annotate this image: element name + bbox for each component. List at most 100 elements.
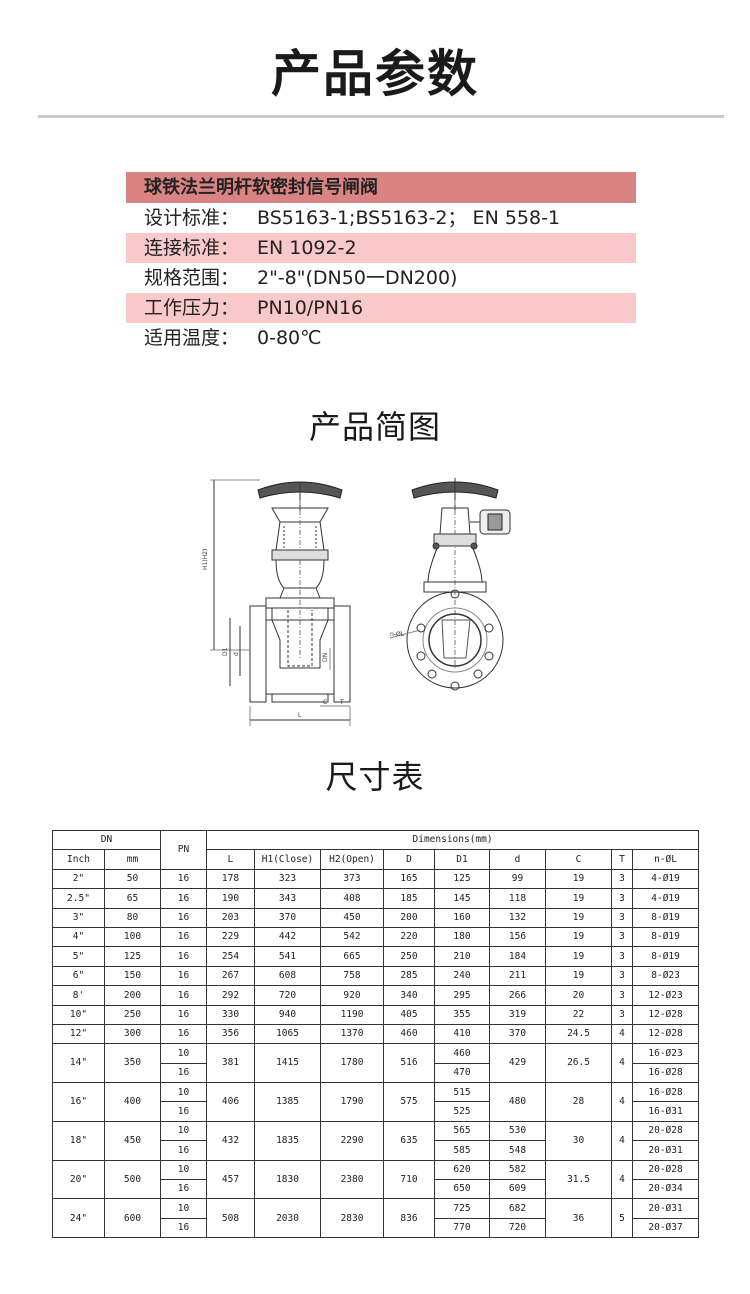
cell: 450 [103, 1120, 162, 1161]
cell: 2290 [320, 1120, 385, 1161]
cell: 20-Ø37 [632, 1217, 700, 1239]
cell: 460 [383, 1023, 436, 1045]
header-inch: Inch [52, 849, 105, 870]
cell: 285 [383, 965, 436, 987]
cell: 3 [611, 946, 634, 967]
cell: 22 [545, 1004, 613, 1025]
cell: 19 [545, 965, 613, 987]
cell: 400 [103, 1082, 162, 1122]
cell: 508 [206, 1198, 256, 1239]
cell: 8-Ø19 [632, 946, 700, 967]
cell: 432 [206, 1120, 256, 1161]
cell: 295 [434, 985, 491, 1006]
cell: 340 [383, 985, 436, 1006]
param-row-design-standard: 设计标准：BS5163-1;BS5163-2； EN 558-1 [126, 203, 636, 233]
cell: 16" [52, 1082, 105, 1122]
cell: 4 [611, 1023, 634, 1045]
cell: 200 [103, 985, 162, 1006]
cell: 184 [489, 946, 547, 967]
cell: 20-Ø31 [632, 1140, 700, 1161]
cell: 2830 [320, 1198, 385, 1239]
cell: 65 [103, 888, 162, 909]
cell: 920 [320, 985, 385, 1006]
cell: 582 [489, 1159, 547, 1181]
cell: 608 [254, 965, 322, 987]
diagram-label-l: L [298, 712, 302, 719]
header-c: C [545, 849, 613, 870]
cell: 125 [103, 946, 162, 967]
cell: 3 [611, 985, 634, 1006]
cell: 211 [489, 965, 547, 987]
cell: 600 [103, 1198, 162, 1239]
cell: 515 [434, 1082, 491, 1103]
cell: 266 [489, 985, 547, 1006]
side-handwheel [411, 478, 499, 510]
cell: 18" [52, 1120, 105, 1161]
cell: 4-Ø19 [632, 888, 700, 909]
cell: 4 [611, 1043, 634, 1084]
cell: 16 [160, 868, 208, 890]
cell: 210 [434, 946, 491, 967]
cell: 8-Ø19 [632, 926, 700, 948]
cell: 200 [383, 907, 436, 928]
cell: 5" [52, 946, 105, 967]
cell: 710 [383, 1159, 436, 1200]
cell: 24.5 [545, 1023, 613, 1045]
cell: 20-Ø31 [632, 1198, 700, 1219]
cell: 118 [489, 888, 547, 909]
cell: 343 [254, 888, 322, 909]
cell: 3 [611, 868, 634, 890]
cell: 16 [160, 1101, 208, 1122]
cell: 1790 [320, 1082, 385, 1122]
cell: 1385 [254, 1082, 322, 1122]
param-value: 0-80℃ [257, 327, 322, 349]
cell: 20-Ø28 [632, 1159, 700, 1181]
table-row: 16" 400 10 406 1385 1790 575 515 480 28 … [52, 1082, 700, 1122]
cell: 4 [611, 1120, 634, 1161]
cell: 19 [545, 888, 613, 909]
cell: 24" [52, 1198, 105, 1239]
cell: 16-Ø28 [632, 1062, 700, 1084]
table-row: 20" 500 10 457 1830 2380 710 620 582 31.… [52, 1159, 700, 1200]
header-mm: mm [103, 849, 162, 870]
cell: 31.5 [545, 1159, 613, 1200]
cell: 410 [434, 1023, 491, 1045]
cell: 665 [320, 946, 385, 967]
cell: 609 [489, 1179, 547, 1200]
cell: 3 [611, 926, 634, 948]
size-table-title: 尺寸表 [325, 758, 425, 796]
cell: 2" [52, 868, 105, 890]
cell: 323 [254, 868, 322, 890]
diagram-label-t: T [339, 699, 344, 706]
cell: 541 [254, 946, 322, 967]
cell: 1835 [254, 1120, 322, 1161]
cell: 16 [160, 888, 208, 909]
cell: 4" [52, 926, 105, 948]
header-h1: H1(Close) [254, 849, 322, 870]
cell: 26.5 [545, 1043, 613, 1084]
cell: 19 [545, 868, 613, 890]
cell: 480 [489, 1082, 547, 1122]
cell: 2.5" [52, 888, 105, 909]
cell: 12-Ø28 [632, 1023, 700, 1045]
cell: 16 [160, 1062, 208, 1084]
cell: 180 [434, 926, 491, 948]
header-d: d [489, 849, 547, 870]
cell: 178 [206, 868, 256, 890]
param-label: 工作压力： [144, 297, 240, 319]
param-label: 连接标准： [144, 237, 240, 259]
cell: 3 [611, 888, 634, 909]
diagram-title: 产品简图 [308, 408, 441, 446]
cell: 99 [489, 868, 547, 890]
cell: 254 [206, 946, 256, 967]
cell: 30 [545, 1120, 613, 1161]
cell: 10 [160, 1043, 208, 1064]
cell: 2030 [254, 1198, 322, 1239]
header-d-outer: D [383, 849, 436, 870]
cell: 185 [383, 888, 436, 909]
cell: 28 [545, 1082, 613, 1122]
cell: 408 [320, 888, 385, 909]
param-value: EN 1092-2 [257, 237, 357, 259]
